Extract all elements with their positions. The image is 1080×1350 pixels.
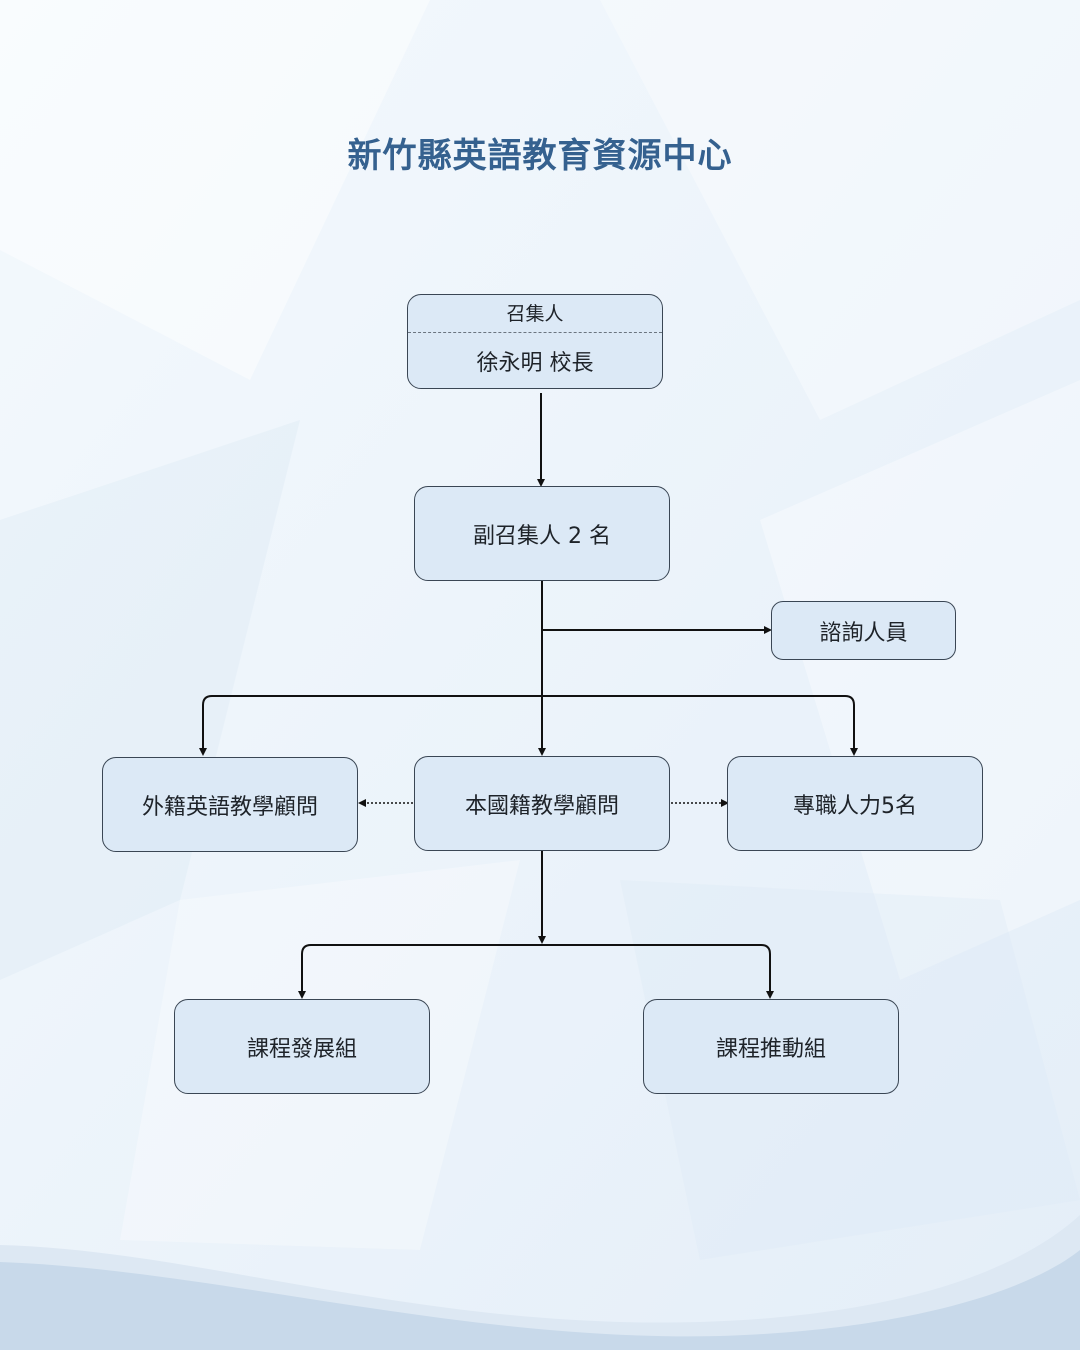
vice-convener-node: 副召集人 2 名 (414, 486, 670, 581)
foreign-advisor-node: 外籍英語教學顧問 (102, 757, 358, 852)
convener-node: 召集人 徐永明 校長 (407, 294, 663, 389)
page-title: 新竹縣英語教育資源中心 (347, 136, 733, 176)
link-group-right (542, 944, 774, 999)
link-branch-left (199, 695, 542, 756)
convener-name: 徐永明 校長 (476, 350, 594, 376)
curriculum-development-node: 課程發展組 (174, 999, 430, 1094)
consultant-node: 諮詢人員 (771, 601, 956, 660)
link-group-left (298, 944, 542, 999)
staff-node: 專職人力5名 (727, 756, 983, 851)
curriculum-promotion-node: 課程推動組 (643, 999, 899, 1094)
convener-role: 召集人 (408, 295, 662, 333)
link-branch-right (542, 695, 858, 756)
local-advisor-node: 本國籍教學顧問 (414, 756, 670, 851)
